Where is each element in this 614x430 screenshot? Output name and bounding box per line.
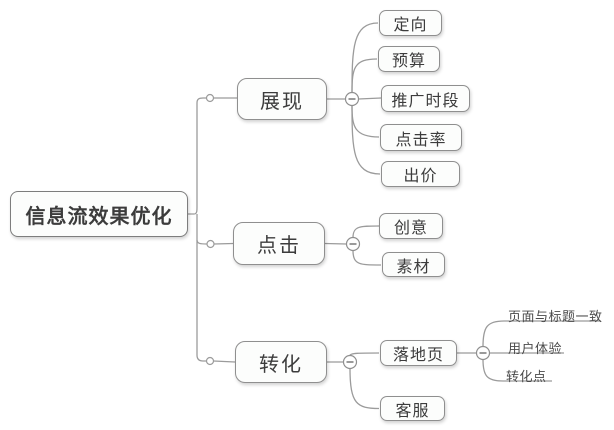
connector-line — [213, 360, 236, 363]
leaf-page-title-match[interactable]: 页面与标题一致 — [508, 309, 603, 324]
leaf-user-experience[interactable]: 用户体验 — [508, 341, 563, 356]
connector-line — [352, 225, 380, 238]
connector-line — [351, 22, 379, 93]
connector-line — [196, 214, 207, 362]
connector-line — [482, 320, 601, 347]
subtopic-creative[interactable]: 创意 — [379, 213, 443, 239]
subtopic-landing-page[interactable]: 落地页 — [380, 340, 457, 366]
collapse-icon-click[interactable] — [345, 236, 361, 252]
subtopic-customer-service[interactable]: 客服 — [380, 396, 445, 421]
subtopic-bid[interactable]: 出价 — [381, 161, 460, 187]
connector-line — [324, 242, 347, 245]
subtopic-budget[interactable]: 预算 — [378, 46, 440, 72]
leaf-conversion-point[interactable]: 转化点 — [506, 369, 547, 384]
connector-line — [196, 239, 207, 245]
connector-line — [349, 368, 380, 410]
connector-line — [188, 97, 207, 215]
topic-click[interactable]: 点击 — [233, 222, 325, 265]
connector-line — [352, 250, 382, 266]
connector-line — [213, 242, 234, 245]
connector-line — [358, 97, 382, 100]
subtopic-targeting[interactable]: 定向 — [379, 10, 442, 36]
junction-dot-icon — [205, 356, 215, 366]
junction-dot-icon — [206, 239, 215, 249]
collapse-icon-landing-page[interactable] — [475, 345, 491, 361]
root-topic[interactable]: 信息流效果优化 — [10, 191, 188, 237]
subtopic-ctr[interactable]: 点击率 — [380, 124, 462, 151]
topic-conversion[interactable]: 转化 — [235, 341, 327, 383]
connector-line — [482, 359, 552, 382]
collapse-icon-conversion[interactable] — [342, 354, 358, 370]
subtopic-promotion-period[interactable]: 推广时段 — [381, 85, 470, 112]
subtopic-material[interactable]: 素材 — [382, 252, 445, 277]
connector-line — [349, 352, 380, 356]
topic-exposure[interactable]: 展现 — [237, 78, 327, 120]
junction-dot-icon — [205, 93, 215, 103]
collapse-icon-exposure[interactable] — [344, 91, 360, 107]
connector-line — [351, 105, 380, 138]
connector-line — [351, 58, 378, 93]
connector-line — [351, 105, 381, 175]
